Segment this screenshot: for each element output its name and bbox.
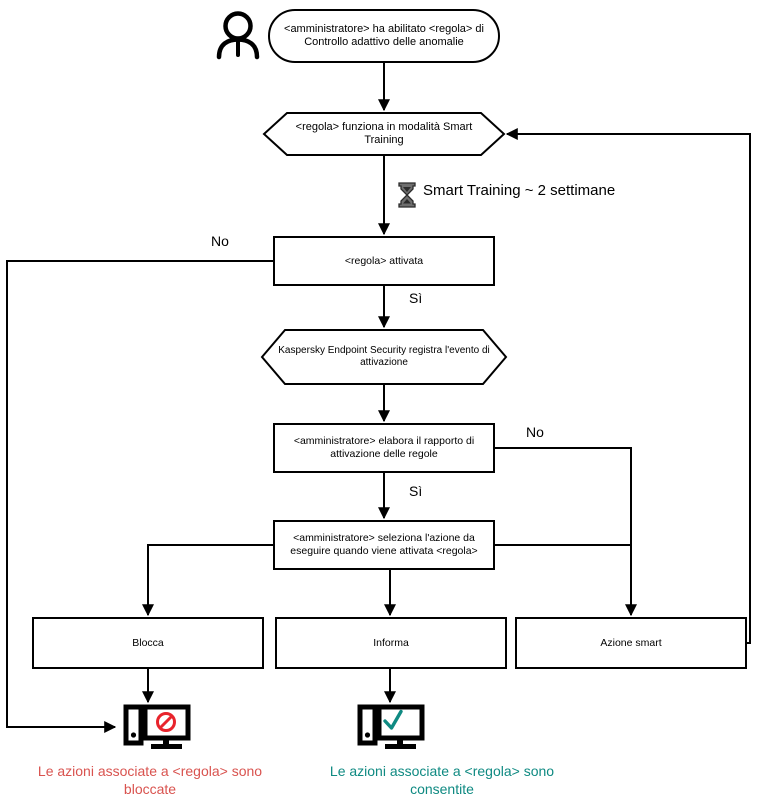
- edge-admin-report-no: [494, 447, 637, 617]
- node-smart-action-shape: [515, 617, 747, 669]
- edge-label-rule-triggered-no: No: [211, 233, 229, 249]
- node-start-shape: [268, 9, 500, 63]
- edge-label-admin-report-yes: Sì: [409, 483, 423, 499]
- node-kes-logs-event-shape: [260, 329, 508, 385]
- node-admin-report-shape: [273, 423, 495, 473]
- outcome-allowed-caption: Le azioni associate a <regola> sono cons…: [329, 763, 555, 798]
- node-block-shape: [32, 617, 264, 669]
- node-smart-training-shape: [262, 112, 506, 156]
- smart-training-duration-label: Smart Training ~ 2 settimane: [423, 182, 616, 199]
- edge-label-admin-report-no: No: [526, 424, 544, 440]
- computer-allowed-icon: [357, 704, 425, 749]
- node-rule-triggered-shape: [273, 236, 495, 286]
- edge-select-to-block: [142, 544, 274, 617]
- edge-label-rule-triggered-yes: Sì: [409, 290, 423, 306]
- node-admin-selects-action-shape: [273, 520, 495, 570]
- person-icon: [216, 11, 260, 60]
- node-inform-shape: [275, 617, 507, 669]
- hourglass-icon: [398, 182, 416, 208]
- edge-smart-action-loop-back: [505, 128, 751, 644]
- outcome-blocked-caption: Le azioni associate a <regola> sono bloc…: [37, 763, 263, 798]
- computer-blocked-icon: [123, 704, 191, 749]
- edge-rule-triggered-no: [6, 260, 274, 733]
